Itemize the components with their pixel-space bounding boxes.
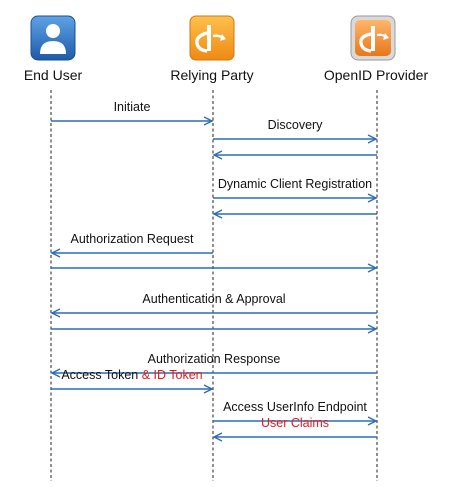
message-label: Dynamic Client Registration [218,177,372,191]
message-label: Initiate [114,100,151,114]
message-label: Discovery [268,118,324,132]
actor-label-openid-provider: OpenID Provider [324,67,429,83]
message-arrowhead [367,263,378,273]
message-arrowhead [203,116,214,126]
message-label: Access Token & ID Token [61,368,202,382]
message-label-part: Authorization Response [148,352,281,366]
message-label-highlight: & ID Token [142,368,203,382]
message-arrowhead [367,324,378,334]
message-arrowhead [212,432,223,442]
message-label: Authentication & Approval [142,292,285,306]
openid-provider-logo-icon [350,15,396,61]
message-label-highlight: User Claims [261,416,329,430]
message-arrowhead [367,416,378,426]
message-arrowhead [203,384,214,394]
message-label-part: Initiate [114,100,151,114]
message-label: Authorization Request [71,232,195,246]
actor-label-end-user: End User [24,67,83,83]
message-label-part: Access Token [61,368,141,382]
message-arrowhead [212,209,223,219]
openid-logo-icon [189,15,235,61]
message-arrowhead [50,248,61,258]
message-arrowhead [212,150,223,160]
message-label-part: Authorization Request [71,232,195,246]
actor-label-relying-party: Relying Party [170,67,253,83]
message-arrowhead [367,134,378,144]
message-label: User Claims [261,416,329,430]
message-label-part: Authentication & Approval [142,292,285,306]
message-arrowhead [367,193,378,203]
message-arrowhead [50,368,61,378]
message-label-part: Dynamic Client Registration [218,177,372,191]
message-label: Access UserInfo Endpoint [223,400,367,414]
message-arrowhead [50,308,61,318]
message-label-part: Discovery [268,118,324,132]
message-label-part: Access UserInfo Endpoint [223,400,367,414]
message-label: Authorization Response [148,352,281,366]
user-icon [30,15,76,61]
